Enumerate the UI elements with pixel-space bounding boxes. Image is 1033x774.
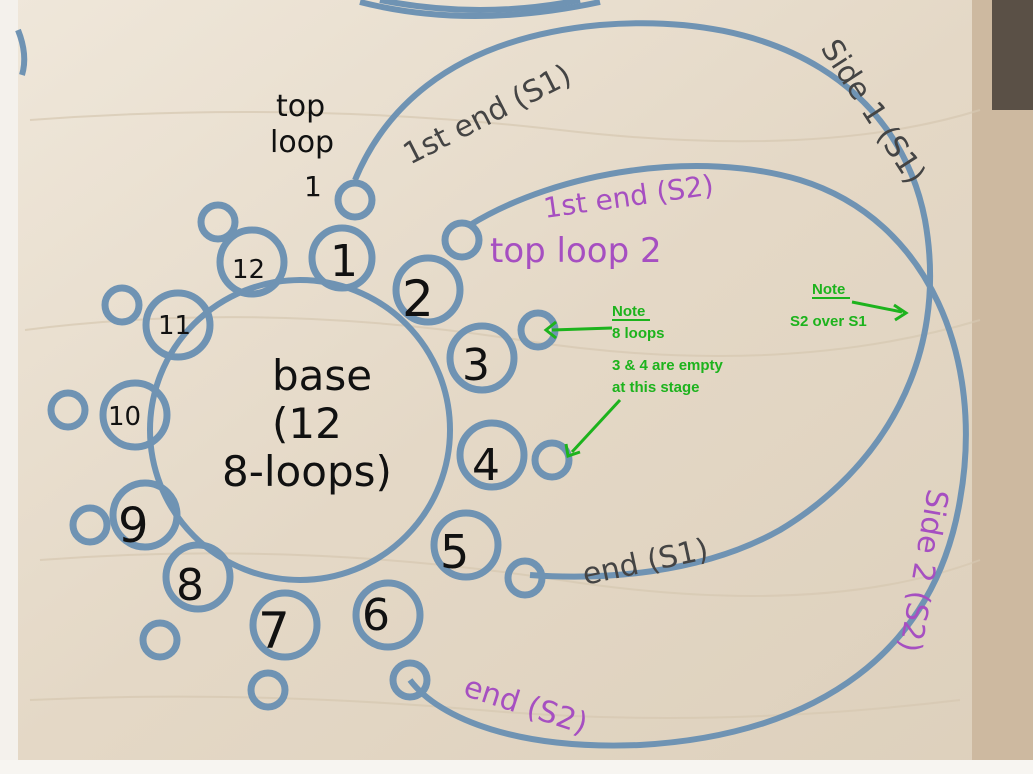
base-loops: [47, 179, 573, 711]
loop-number-7: 7: [258, 602, 290, 660]
note-loops-line-1: Note: [612, 303, 645, 320]
base-ring: [147, 277, 453, 583]
top-loop-1-line-3: 1: [304, 170, 322, 203]
loop-number-8: 8: [176, 560, 204, 611]
loop-number-4: 4: [472, 440, 500, 491]
right-board-edge: [972, 0, 1033, 774]
note-sides: Note S2 over S1: [790, 281, 867, 330]
base-label: base (12 8-loops): [222, 351, 392, 496]
note-sides-line-2: S2 over S1: [790, 313, 867, 330]
note-loops-line-3: 3 & 4 are empty: [612, 357, 724, 374]
note-loops-arrows: [543, 320, 622, 458]
dark-corner: [992, 0, 1033, 110]
loop-number-9: 9: [118, 498, 149, 554]
note-sides-arrow: [851, 300, 909, 322]
top-loop-1-label: top loop 1: [270, 89, 334, 203]
left-white-edge: [0, 0, 18, 774]
note-loops-line-2: 8 loops: [612, 325, 665, 342]
loop-number-5: 5: [440, 525, 469, 579]
note-loops: Note 8 loops 3 & 4 are empty at this sta…: [612, 303, 724, 396]
base-label-line-3: 8-loops): [222, 447, 392, 496]
loop-number-11: 11: [158, 311, 191, 341]
side-1-wire: [352, 20, 934, 580]
top-loop-1-line-2: loop: [270, 125, 334, 160]
loop-numbers: 1 2 3 4 5 6 7 8 9 10 11 12: [108, 236, 500, 660]
top-loop-1-line-1: top: [276, 89, 325, 124]
loop-number-6: 6: [362, 590, 390, 641]
base-label-line-2: (12: [272, 399, 342, 448]
top-loop-2-label: top loop 2: [490, 231, 662, 271]
bottom-white-edge: [0, 760, 1033, 774]
loop-number-10: 10: [108, 402, 141, 432]
wire-coil-top: [15, 0, 601, 76]
wood-grain: [24, 109, 981, 719]
loop-number-1: 1: [330, 236, 358, 287]
loop-number-3: 3: [462, 340, 490, 391]
side-2-wire: [407, 163, 969, 749]
loop-number-2: 2: [402, 270, 434, 328]
note-sides-line-1: Note: [812, 281, 845, 298]
note-loops-line-4: at this stage: [612, 379, 700, 396]
loop-number-12: 12: [232, 255, 265, 285]
base-label-line-1: base: [272, 351, 372, 400]
